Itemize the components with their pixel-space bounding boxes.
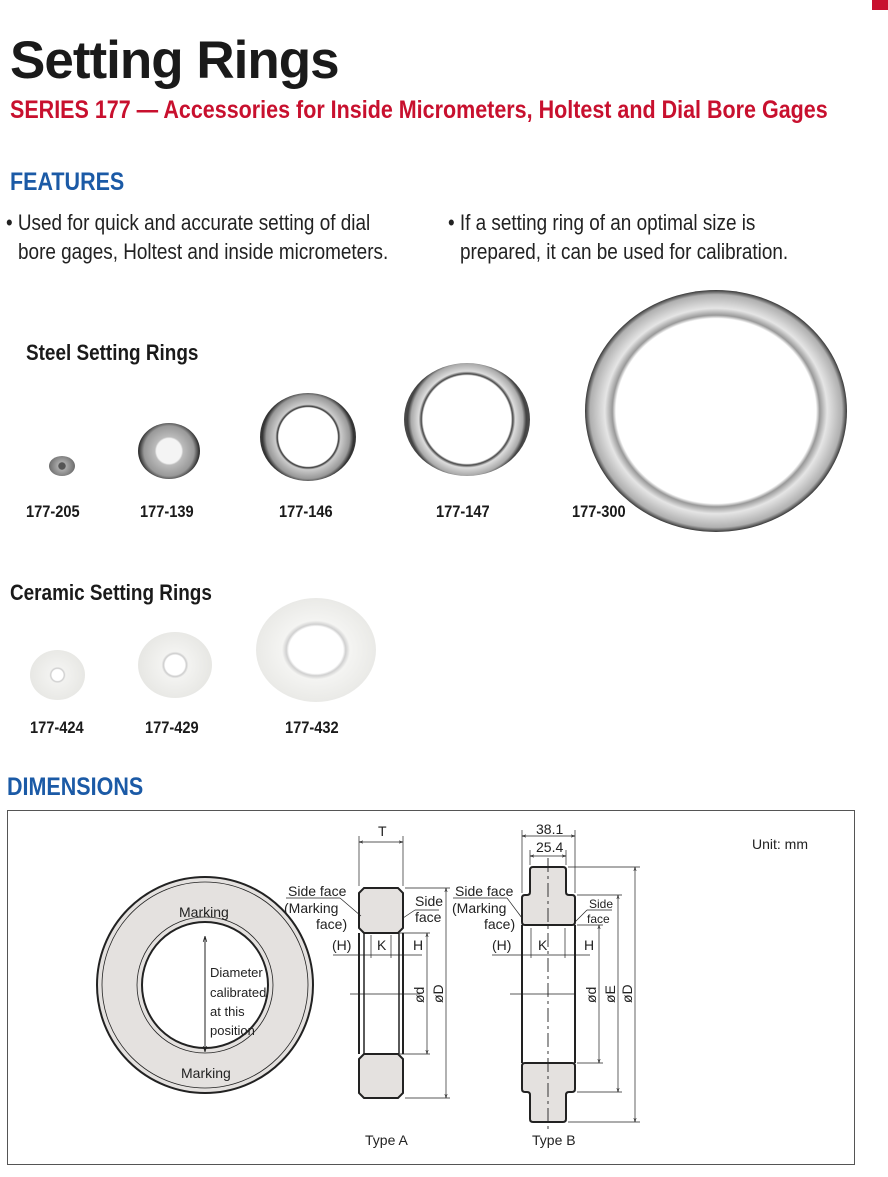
- marking-bottom-label: Marking: [181, 1065, 231, 1081]
- ceramic-rings-heading: Ceramic Setting Rings: [10, 580, 212, 605]
- dim-D: øD: [430, 984, 446, 1003]
- series-subtitle: SERIES 177 — Accessories for Inside Micr…: [10, 96, 828, 124]
- side-face-label: face: [415, 909, 442, 925]
- dim-E: øE: [602, 985, 618, 1003]
- marking-top-label: Marking: [179, 904, 229, 920]
- model-label: 177-424: [30, 718, 84, 737]
- feature-item: • If a setting ring of an optimal size i…: [448, 208, 788, 266]
- note-line: Diameter: [210, 965, 263, 980]
- steel-rings-heading: Steel Setting Rings: [26, 340, 199, 365]
- type-a-label: Type A: [365, 1132, 408, 1148]
- page-corner-tab: [872, 0, 888, 10]
- ring-image-177-205: [49, 456, 75, 476]
- model-label: 177-147: [436, 502, 490, 521]
- model-label: 177-300: [572, 502, 626, 521]
- ring-image-177-139: [138, 423, 200, 479]
- unit-text: Unit: mm: [752, 836, 808, 852]
- model-label: 177-429: [145, 718, 199, 737]
- dim-38-1: 38.1: [536, 821, 563, 837]
- dim-T: T: [378, 823, 387, 839]
- side-face-label: Side face: [288, 883, 347, 899]
- ring-top-view: Marking Marking Diameter calibrated at t…: [96, 876, 314, 1094]
- dim-D: øD: [619, 984, 635, 1003]
- side-face-label: Side: [415, 893, 443, 909]
- feature-item: • Used for quick and accurate setting of…: [6, 208, 388, 266]
- ring-image-177-424: [30, 650, 85, 700]
- features-heading: FEATURES: [10, 168, 125, 196]
- type-b-section: [453, 830, 640, 1130]
- side-face-label: face): [484, 916, 515, 932]
- feature-line: prepared, it can be used for calibration…: [460, 239, 789, 264]
- dim-d: ød: [411, 987, 427, 1003]
- side-face-label: Side: [589, 897, 613, 911]
- ring-image-177-432: [256, 598, 376, 702]
- model-label: 177-205: [26, 502, 80, 521]
- ring-image-177-146: [260, 393, 356, 481]
- feature-line: bore gages, Holtest and inside micromete…: [18, 239, 389, 264]
- dimensions-box: [7, 810, 855, 1165]
- dimensions-heading: DIMENSIONS: [7, 773, 144, 801]
- type-a-labels: T Side face (Marking face) Side face (H)…: [284, 823, 446, 1148]
- dim-H: H: [413, 937, 423, 953]
- type-a-section: [286, 836, 450, 1099]
- feature-line: • If a setting ring of an optimal size i…: [448, 210, 756, 235]
- note-line: position: [210, 1023, 255, 1038]
- ring-image-177-300: [585, 290, 847, 532]
- side-face-label: face: [587, 912, 610, 926]
- note-line: at this: [210, 1004, 245, 1019]
- model-label: 177-432: [285, 718, 339, 737]
- side-face-label: face): [316, 916, 347, 932]
- unit-label: Unit: mm: [752, 836, 808, 852]
- page-title: Setting Rings: [10, 31, 340, 90]
- type-b-label: Type B: [532, 1132, 576, 1148]
- dim-d: ød: [583, 987, 599, 1003]
- dim-K: K: [538, 937, 548, 953]
- note-line: calibrated: [210, 985, 266, 1000]
- side-face-label: Side face: [455, 883, 514, 899]
- dim-H: H: [584, 937, 594, 953]
- dim-H-paren: (H): [332, 937, 351, 953]
- feature-line: • Used for quick and accurate setting of…: [6, 210, 371, 235]
- side-face-label: (Marking: [452, 900, 506, 916]
- dim-H-paren: (H): [492, 937, 511, 953]
- diameter-note: Diameter calibrated at this position: [210, 965, 266, 1038]
- ring-image-177-147: [404, 363, 530, 476]
- dim-K: K: [377, 937, 387, 953]
- type-b-labels: 38.1 25.4 Side face (Marking face) Side …: [452, 821, 635, 1148]
- model-label: 177-139: [140, 502, 194, 521]
- ring-image-177-429: [138, 632, 212, 698]
- side-face-label: (Marking: [284, 900, 338, 916]
- model-label: 177-146: [279, 502, 333, 521]
- dim-25-4: 25.4: [536, 839, 563, 855]
